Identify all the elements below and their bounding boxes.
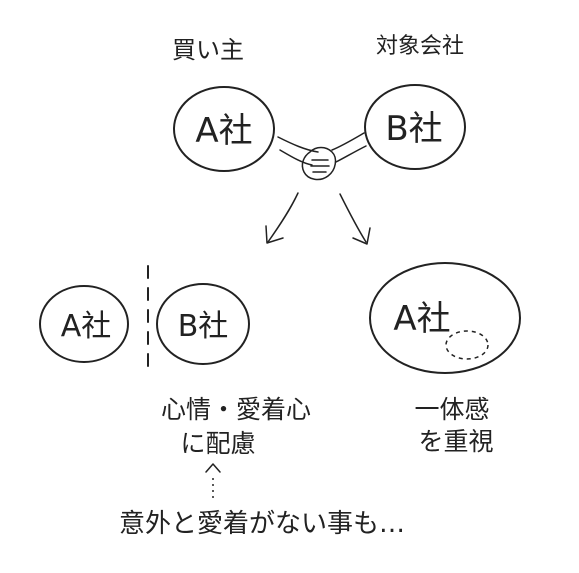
left-company-a-label: A社 bbox=[61, 309, 112, 344]
merged-company-label: A社 bbox=[393, 299, 450, 339]
handshake-icon bbox=[277, 132, 367, 181]
arrow-to-right-option bbox=[339, 193, 371, 245]
arrow-to-left-option bbox=[265, 192, 299, 244]
dotted-up-arrow bbox=[205, 463, 221, 500]
right-outcome-line1: 一体感 bbox=[414, 395, 489, 424]
right-outcome-line2: を重視 bbox=[418, 427, 493, 456]
buyer-label: 買い主 bbox=[172, 36, 244, 64]
left-company-b-circle bbox=[156, 283, 250, 365]
left-outcome-line1: 心情・愛着心 bbox=[161, 395, 311, 424]
left-company-b-label: B社 bbox=[178, 309, 229, 344]
bottom-note: 意外と愛着がない事も… bbox=[119, 509, 405, 539]
company-a-circle bbox=[173, 86, 275, 172]
target-label: 対象会社 bbox=[376, 34, 464, 59]
merged-company-circle bbox=[369, 262, 521, 374]
company-b-circle bbox=[364, 84, 466, 170]
absorbed-company-dashed-circle bbox=[445, 330, 489, 360]
left-outcome-line2: に配慮 bbox=[180, 429, 255, 458]
left-company-a-circle bbox=[39, 285, 129, 363]
company-a-label: A社 bbox=[195, 111, 252, 151]
company-b-label: B社 bbox=[385, 109, 442, 149]
